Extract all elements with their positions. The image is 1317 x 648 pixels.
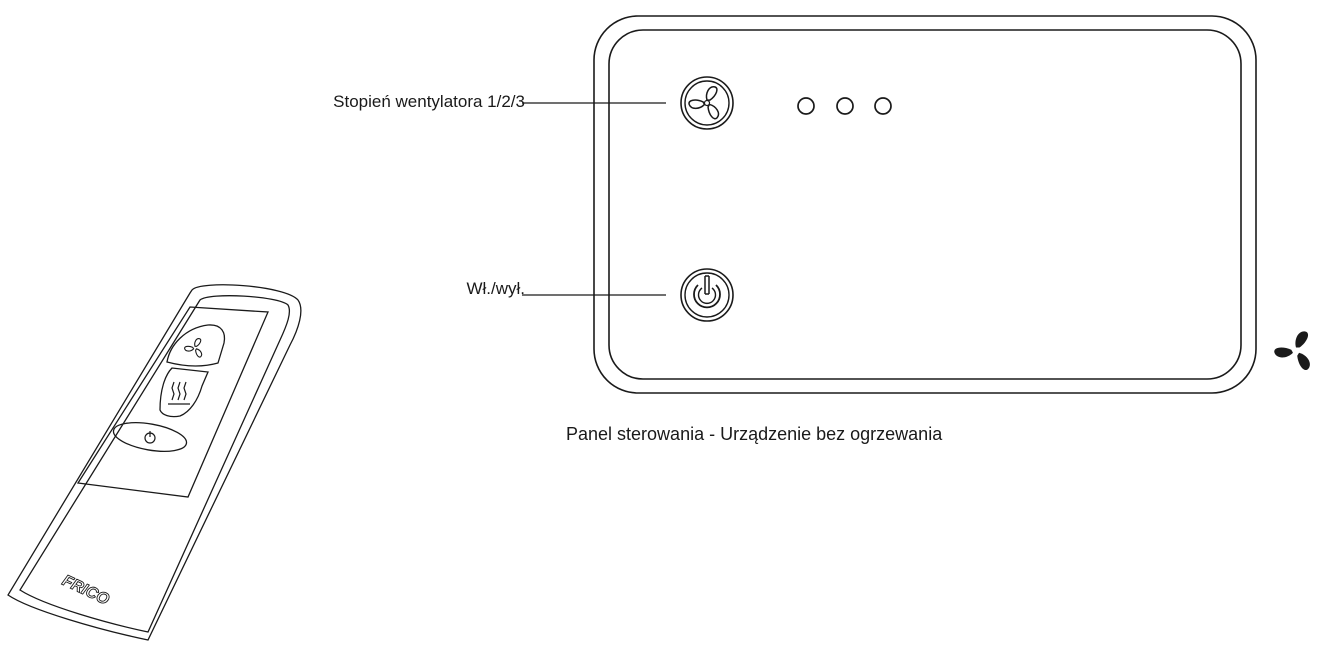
corner-fan-icon: [1272, 331, 1314, 372]
remote-display-area: [76, 306, 269, 498]
panel-power-button[interactable]: [680, 268, 734, 322]
panel-fan-button[interactable]: [680, 76, 734, 130]
speed-led-2: [836, 97, 854, 115]
remote-brand-logo: FRICO: [59, 572, 112, 609]
panel-outer-frame: [593, 15, 1257, 394]
fan-speed-label: Stopień wentylatora 1/2/3: [333, 92, 525, 111]
speed-led-1: [797, 97, 815, 115]
remote-heat-button[interactable]: [159, 367, 209, 418]
speed-led-3: [874, 97, 892, 115]
remote-power-button[interactable]: [111, 418, 188, 456]
remote-fan-button[interactable]: [166, 324, 226, 367]
panel-inner-frame: [608, 29, 1242, 380]
power-label: Wł./wył.: [466, 279, 525, 298]
panel-caption: Panel sterowania - Urządzenie bez ogrzew…: [566, 424, 943, 444]
remote-control: FRICO: [7, 284, 302, 641]
speed-indicators: [797, 97, 892, 115]
control-panel: [593, 15, 1257, 394]
